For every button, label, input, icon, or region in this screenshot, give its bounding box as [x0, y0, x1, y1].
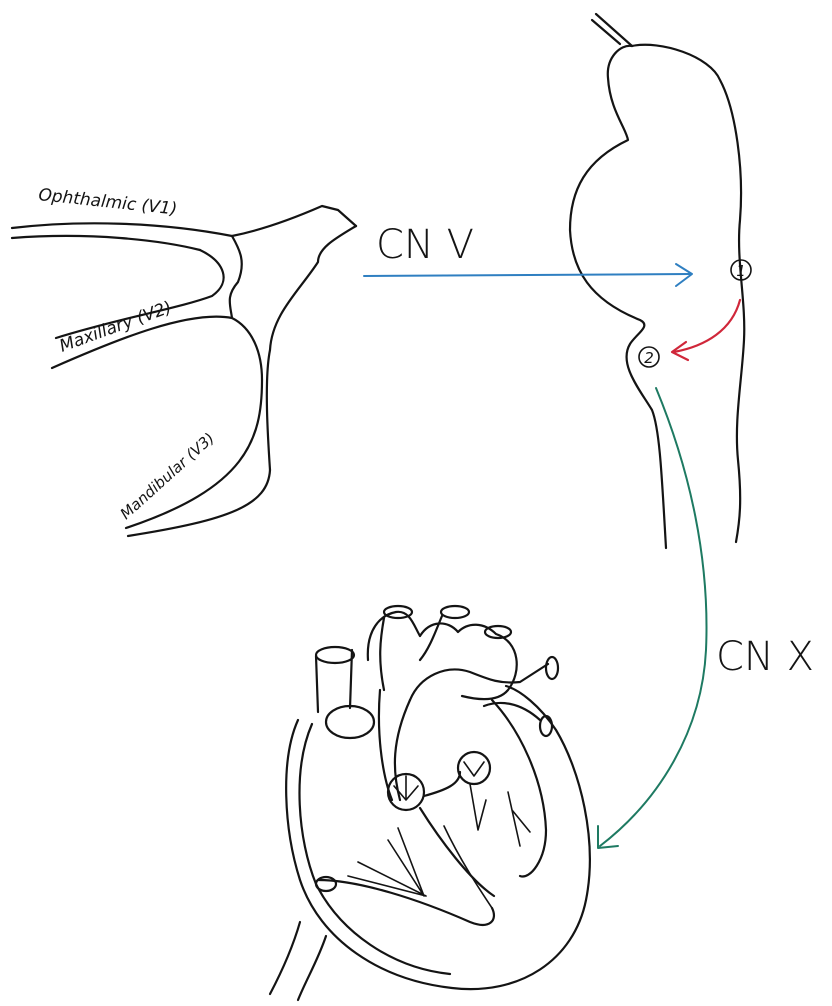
label-cn-x: CN X	[716, 634, 814, 680]
marker-1-label: 1	[736, 262, 746, 280]
brainstem-drawing	[570, 14, 751, 548]
label-cn-v: CN V	[376, 222, 474, 268]
cn-x-arrow	[598, 388, 707, 848]
marker-2-label: 2	[644, 349, 654, 367]
marker-arrow	[672, 300, 740, 360]
trigeminal-nerve-drawing	[12, 206, 356, 536]
label-mandibular: Mandibular (V3)	[117, 429, 218, 523]
heart-drawing	[270, 606, 590, 1000]
label-ophthalmic: Ophthalmic (V1)	[37, 185, 178, 219]
